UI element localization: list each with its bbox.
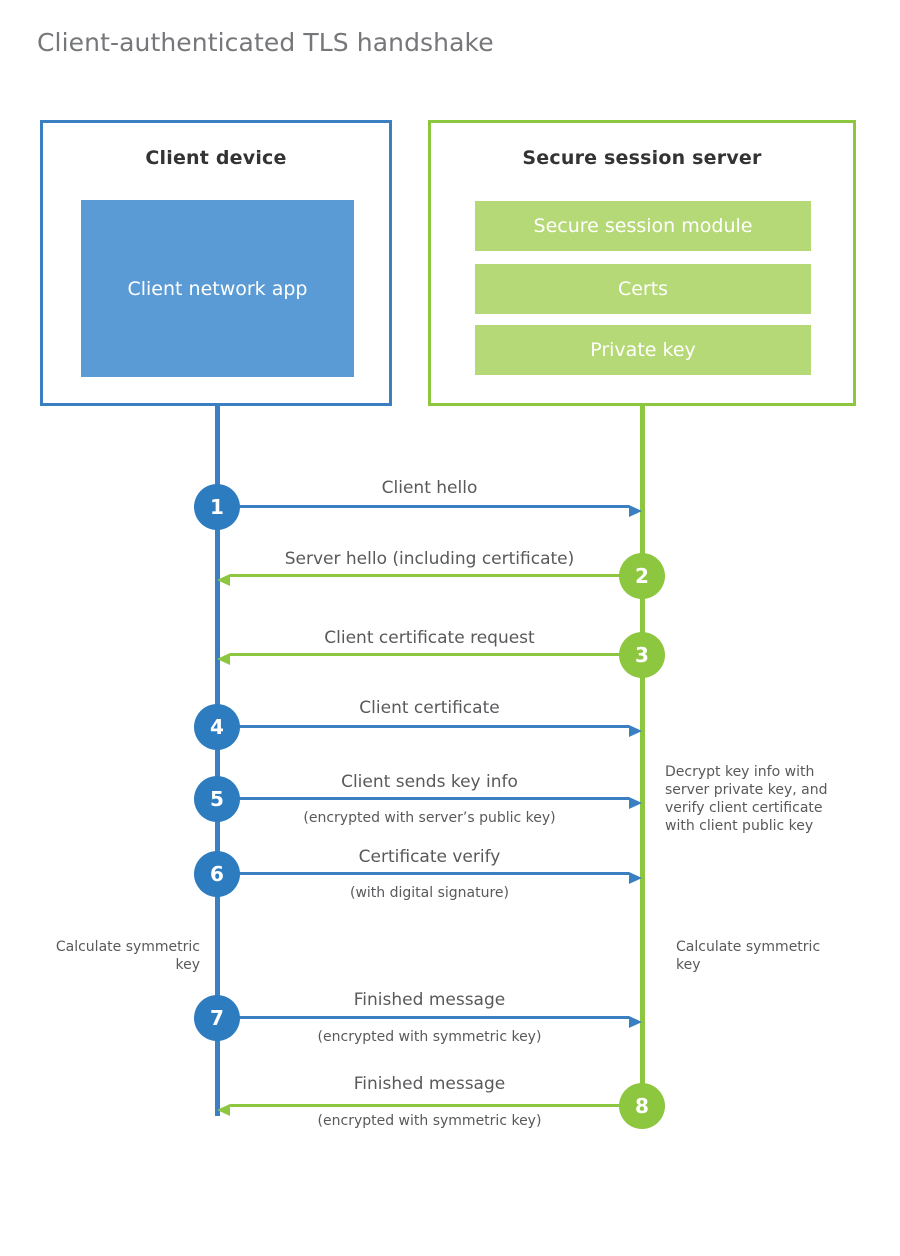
secure-session-server-box: Secure session server Secure session mod… [428, 120, 856, 406]
step-2-arrow-line [230, 574, 642, 577]
server-calculate-symmetric-key-annotation: Calculate symmetric key [676, 939, 821, 973]
step-4-arrow-head-right-icon [629, 725, 642, 737]
step-8-arrow-head-left-icon [217, 1104, 230, 1116]
step-badge-6: 6 [194, 851, 240, 897]
step-4-label: Client certificate [359, 698, 500, 718]
client-device-title: Client device [145, 147, 287, 169]
step-6-arrow-head-right-icon [629, 872, 642, 884]
server-decrypt-annotation: Decrypt key info with server private key… [665, 764, 828, 834]
step-badge-2: 2 [619, 553, 665, 599]
step-2-label: Server hello (including certificate) [284, 549, 575, 569]
client-lifeline [215, 404, 220, 1116]
step-7-arrow-line [217, 1016, 629, 1019]
client-device-box: Client device Client network app [40, 120, 392, 406]
step-badge-4: 4 [194, 704, 240, 750]
step-1-arrow-head-right-icon [629, 505, 642, 517]
server-module-certs: Certs [475, 264, 811, 314]
step-2-arrow-head-left-icon [217, 574, 230, 586]
step-6-arrow-line [217, 872, 629, 875]
step-1-arrow-line [217, 505, 629, 508]
step-7-label: Finished message [353, 990, 506, 1010]
secure-session-server-title: Secure session server [522, 147, 762, 169]
step-5-label: Client sends key info [341, 772, 518, 792]
step-3-arrow-head-left-icon [217, 653, 230, 665]
step-8-sublabel: (encrypted with symmetric key) [317, 1113, 542, 1129]
step-badge-1: 1 [194, 484, 240, 530]
step-3-label: Client certificate request [324, 628, 535, 648]
step-4-arrow-line [217, 725, 629, 728]
page-title: Client-authenticated TLS handshake [37, 28, 494, 57]
server-module-private-key: Private key [475, 325, 811, 375]
step-badge-5: 5 [194, 776, 240, 822]
step-5-arrow-line [217, 797, 629, 800]
step-3-arrow-line [230, 653, 642, 656]
step-8-arrow-line [230, 1104, 642, 1107]
step-badge-3: 3 [619, 632, 665, 678]
step-badge-7: 7 [194, 995, 240, 1041]
step-5-arrow-head-right-icon [629, 797, 642, 809]
step-1-label: Client hello [381, 478, 478, 498]
step-5-sublabel: (encrypted with server’s public key) [303, 810, 556, 826]
server-module-secure-session-module: Secure session module [475, 201, 811, 251]
client-calculate-symmetric-key-annotation: Calculate symmetric key [55, 939, 200, 973]
step-6-sublabel: (with digital signature) [350, 885, 509, 901]
step-6-label: Certificate verify [358, 847, 501, 867]
server-lifeline [640, 404, 645, 1106]
step-8-label: Finished message [353, 1074, 506, 1094]
step-badge-8: 8 [619, 1083, 665, 1129]
step-7-arrow-head-right-icon [629, 1016, 642, 1028]
client-network-app-block: Client network app [81, 200, 354, 377]
step-7-sublabel: (encrypted with symmetric key) [317, 1029, 542, 1045]
